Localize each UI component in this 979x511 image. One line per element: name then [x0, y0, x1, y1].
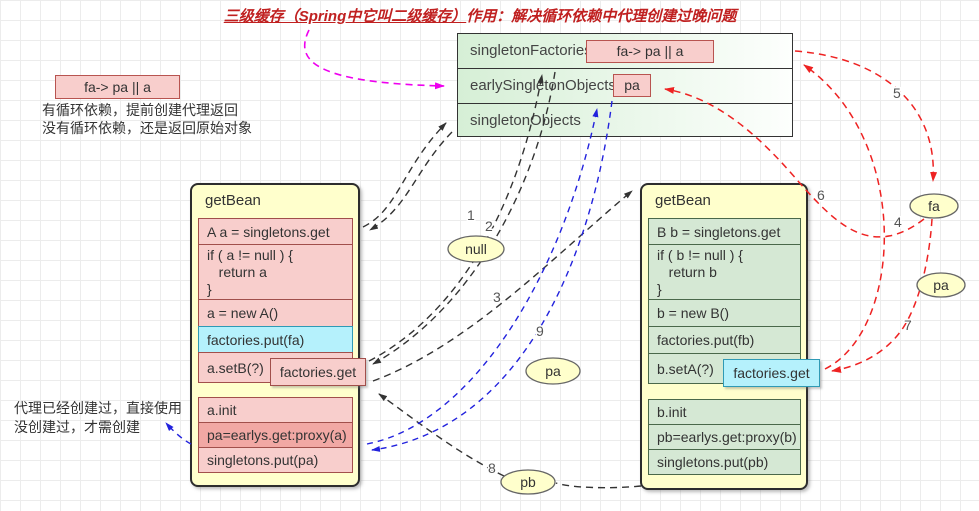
title-underlined: 三级缓存（Spring中它叫二级缓存） — [223, 8, 467, 25]
title-rest: 作用：解决循环依赖中代理创建过晚问题 — [466, 8, 737, 25]
code-row-a-init[interactable]: a.init — [198, 397, 353, 423]
row-label: earlySingletonObjects — [470, 77, 616, 94]
step-label-3: 3 — [493, 289, 501, 305]
step-label-8: 8 — [488, 460, 496, 476]
arrow-null-return-to-a — [369, 131, 453, 231]
code-row-b-singletons-get[interactable]: B b = singletons.get — [648, 218, 801, 245]
getbean-a-rows-2: a.init pa=earlys.get:proxy(a) singletons… — [198, 397, 353, 473]
factory-note-box[interactable]: fa-> pa || a — [55, 75, 180, 99]
proxy-note-line-1: 代理已经创建过，直接使用 — [14, 400, 182, 416]
step-label-6: 6 — [817, 187, 825, 203]
arrow-title-to-earlys — [304, 29, 445, 90]
code-row-a-singletons-get[interactable]: A a = singletons.get — [198, 218, 353, 245]
diagram-title: 三级缓存（Spring中它叫二级缓存）作用：解决循环依赖中代理创建过晚问题 — [0, 5, 960, 26]
ellipse-pa-mid-label: pa — [545, 363, 561, 379]
ellipse-null[interactable]: null — [447, 235, 505, 263]
ellipse-pb-label: pb — [520, 474, 536, 490]
code-row-a-singletons-put[interactable]: singletons.put(pa) — [198, 447, 353, 473]
arrow-step9-return-pa — [371, 100, 613, 452]
factory-note-text: 有循环依赖，提前创建代理返回 没有循环依赖，还是返回原始对象 — [42, 101, 252, 138]
getbean-a-rows: A a = singletons.get if ( a != null ) { … — [198, 218, 353, 383]
code-row-a-new[interactable]: a = new A() — [198, 299, 353, 327]
code-row-b-init[interactable]: b.init — [648, 399, 801, 425]
note-line-2: 没有循环依赖，还是返回原始对象 — [42, 120, 252, 137]
arrow-step8-to-a-setb — [378, 393, 505, 477]
getbean-a-box[interactable]: getBean A a = singletons.get if ( a != n… — [190, 183, 360, 487]
code-row-b-new[interactable]: b = new B() — [648, 299, 801, 327]
arrow-step7-return-pa-to-seta — [831, 218, 933, 373]
step-label-9: 9 — [536, 323, 544, 339]
row-early-singleton-objects[interactable]: earlySingletonObjects pa — [458, 69, 792, 104]
factories-get-b-box[interactable]: factories.get — [723, 359, 820, 387]
factories-get-a-box[interactable]: factories.get — [270, 358, 366, 386]
note-line-1: 有循环依赖，提前创建代理返回 — [42, 102, 238, 118]
arrow-step8-from-b — [555, 482, 642, 489]
ellipse-pa-right[interactable]: pa — [916, 272, 966, 298]
arrow-step9-query-earlys — [366, 108, 599, 445]
pa-value-box[interactable]: pa — [613, 74, 651, 97]
getbean-b-title: getBean — [655, 192, 711, 209]
ellipse-pa-right-label: pa — [933, 277, 949, 293]
ellipse-pb[interactable]: pb — [500, 469, 556, 495]
code-row-a-factories-put[interactable]: factories.put(fa) — [198, 326, 353, 353]
factory-value-box[interactable]: fa-> pa || a — [586, 40, 714, 63]
arrow-a-query-singletons — [362, 122, 447, 228]
getbean-b-box[interactable]: getBean B b = singletons.get if ( b != n… — [640, 183, 808, 490]
code-row-b-singletons-put[interactable]: singletons.put(pb) — [648, 449, 801, 475]
getbean-b-rows-2: b.init pb=earlys.get:proxy(b) singletons… — [648, 399, 801, 475]
ellipse-fa[interactable]: fa — [909, 193, 959, 219]
row-singleton-objects[interactable]: singletonObjects — [458, 104, 792, 137]
arrow-step5-return-fa — [794, 50, 938, 182]
row-label: singletonObjects — [470, 112, 581, 129]
code-row-b-if-null[interactable]: if ( b != null ) { return b } — [648, 244, 801, 300]
ellipse-fa-label: fa — [928, 198, 940, 214]
code-row-b-earlys-get[interactable]: pb=earlys.get:proxy(b) — [648, 424, 801, 450]
cache-table[interactable]: singletonFactories fa-> pa || a earlySin… — [457, 33, 793, 137]
row-label: singletonFactories — [470, 42, 592, 59]
row-singleton-factories[interactable]: singletonFactories fa-> pa || a — [458, 34, 792, 69]
code-row-b-factories-put[interactable]: factories.put(fb) — [648, 326, 801, 354]
ellipse-pa-mid[interactable]: pa — [525, 357, 581, 385]
proxy-note: 代理已经创建过，直接使用 没创建过，才需创建 — [14, 399, 182, 437]
getbean-a-title: getBean — [205, 192, 261, 209]
proxy-note-line-2: 没创建过，才需创建 — [14, 418, 140, 435]
step-label-2: 2 — [485, 218, 493, 234]
code-row-a-if-null[interactable]: if ( a != null ) { return a } — [198, 244, 353, 300]
arrow-step3-getbean-b — [372, 190, 633, 382]
step-label-5: 5 — [893, 85, 901, 101]
arrow-step4-query-factories — [803, 64, 886, 370]
step-label-7: 7 — [904, 317, 912, 333]
step-label-4: 4 — [894, 214, 902, 230]
code-row-a-earlys-get[interactable]: pa=earlys.get:proxy(a) — [198, 422, 353, 448]
step-label-1: 1 — [467, 207, 475, 223]
ellipse-null-label: null — [465, 241, 487, 257]
